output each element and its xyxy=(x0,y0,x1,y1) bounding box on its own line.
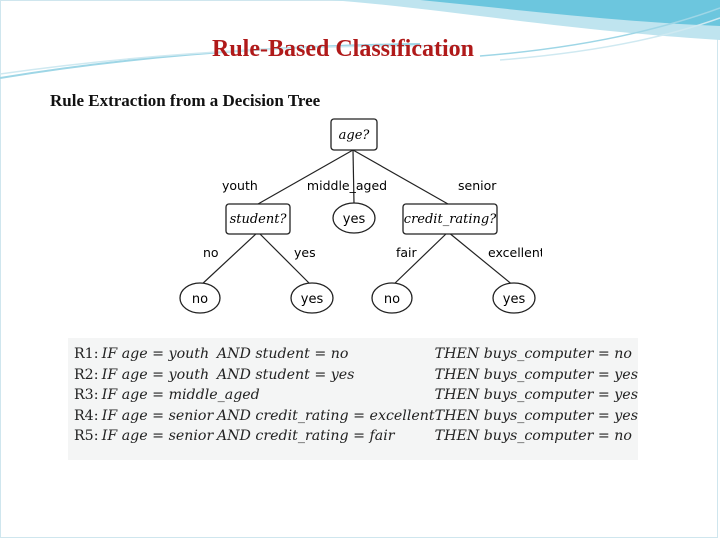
rule-condition-1: IF age = senior xyxy=(101,407,214,424)
rule-condition-1: IF age = senior xyxy=(101,428,214,445)
rule-conclusion: THEN buys_computer = no xyxy=(434,428,632,445)
rule-conclusion: THEN buys_computer = yes xyxy=(434,407,638,424)
rule-condition-2: AND student = yes xyxy=(216,366,355,383)
leaf-credit-fair xyxy=(371,282,413,314)
leaf-student-yes xyxy=(290,282,334,314)
credit-rating-node xyxy=(402,203,498,235)
rule-condition-2: AND credit_rating = excellent xyxy=(216,407,435,424)
rule-id: R1: xyxy=(74,346,99,363)
leaf-credit-excellent-label: yes xyxy=(503,292,526,307)
credit-rating-node-label: credit_rating? xyxy=(404,212,497,227)
rule-id: R4: xyxy=(74,407,99,424)
middle-leaf xyxy=(332,202,376,234)
rule-id: R3: xyxy=(74,387,99,404)
rule-conclusion: THEN buys_computer = yes xyxy=(434,387,638,404)
tree-edges xyxy=(199,149,515,287)
leaf-student-no xyxy=(179,282,221,314)
rule-row: R5: IF age = senior AND credit_rating = … xyxy=(74,426,638,447)
branch-youth: youth xyxy=(222,178,258,193)
leaf-credit-excellent xyxy=(492,282,536,314)
rules-figure: R1: IF age = youth AND student = no THEN… xyxy=(68,338,638,460)
rule-id: R5: xyxy=(74,428,99,445)
rule-condition-2: AND student = no xyxy=(216,346,349,363)
rule-row: R3: IF age = middle_aged THEN buys_compu… xyxy=(74,385,638,406)
rule-row: R4: IF age = senior AND credit_rating = … xyxy=(74,406,638,427)
slide-title: Rule-Based Classification xyxy=(211,36,474,62)
rule-condition-2: AND credit_rating = fair xyxy=(216,428,395,445)
branch-credit-fair: fair xyxy=(396,245,418,260)
student-node xyxy=(225,203,291,235)
root-node xyxy=(330,118,378,151)
rules-table: R1: IF age = youth AND student = no THEN… xyxy=(74,344,638,447)
rule-row: R2: IF age = youth AND student = yes THE… xyxy=(74,365,638,386)
student-node-label: student? xyxy=(230,212,288,227)
branch-credit-excellent: excellent xyxy=(488,245,542,260)
rule-condition-1: IF age = youth xyxy=(101,366,210,383)
rule-id: R2: xyxy=(74,366,99,383)
slide-subtitle: Rule Extraction from a Decision Tree xyxy=(50,91,321,110)
middle-leaf-label: yes xyxy=(343,212,366,227)
rule-conclusion: THEN buys_computer = no xyxy=(434,346,632,363)
leaf-credit-fair-label: no xyxy=(384,292,400,307)
header-swoosh xyxy=(0,0,720,79)
rule-condition-1: IF age = middle_aged xyxy=(101,387,260,404)
branch-student-no: no xyxy=(203,245,219,260)
rule-condition-1: IF age = youth xyxy=(101,346,210,363)
leaf-student-no-label: no xyxy=(192,292,208,307)
branch-student-yes: yes xyxy=(294,245,316,260)
root-node-label: age? xyxy=(339,128,371,143)
rule-row: R1: IF age = youth AND student = no THEN… xyxy=(74,344,638,365)
rule-conclusion: THEN buys_computer = yes xyxy=(434,366,638,383)
leaf-student-yes-label: yes xyxy=(301,292,324,307)
decision-tree: age? youth middle_aged senior student? y… xyxy=(179,118,542,314)
branch-middle-aged: middle_aged xyxy=(307,178,387,193)
branch-senior: senior xyxy=(458,178,497,193)
